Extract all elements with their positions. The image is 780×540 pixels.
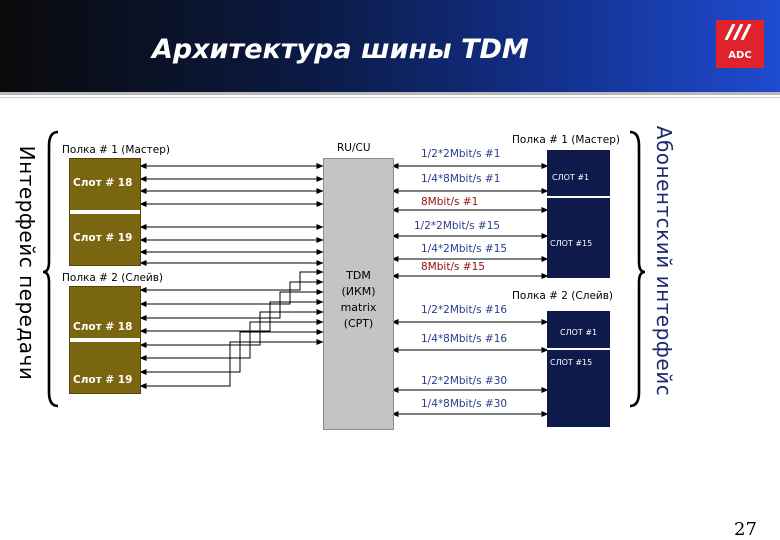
bus-label: 1/4*8Mbit/s #16: [421, 333, 508, 345]
right-shelf-2: [547, 311, 610, 427]
slot-divider: [547, 348, 610, 350]
left-shelf-2: [69, 286, 141, 394]
left-shelf-2-slot-18: Слот # 18: [73, 321, 133, 333]
left-shelf-1-slot-19: Слот # 19: [73, 232, 133, 244]
slot-divider: [70, 210, 140, 214]
bus-label: 8Mbit/s #1: [421, 196, 479, 208]
bus-label: 1/4*8Mbit/s #30: [421, 398, 508, 410]
transmission-interface-label: Интерфейс передачи: [15, 145, 39, 381]
tdm-matrix: [323, 158, 394, 430]
slot-divider: [70, 338, 140, 342]
matrix-line-4: (CPT): [343, 317, 374, 330]
slot-divider: [547, 196, 610, 198]
page-number: 27: [734, 519, 757, 540]
right-shelf-1-slot-1: СЛОТ #1: [552, 173, 590, 182]
right-shelf-1: [547, 150, 610, 278]
left-bracket: [42, 130, 59, 408]
matrix-top-label: RU/CU: [337, 142, 371, 154]
logo-stripes-icon: [724, 24, 752, 40]
left-shelf-1-slot-18: Слот # 18: [73, 177, 133, 189]
bus-label: 1/2*2Mbit/s #16: [421, 304, 508, 316]
bus-label: 1/2*2Mbit/s #1: [421, 148, 501, 160]
bus-label: 1/2*2Mbit/s #30: [421, 375, 508, 387]
right-shelf-2-slot-1: СЛОТ #1: [560, 328, 598, 337]
left-shelf-2-label: Полка # 2 (Слейв): [62, 272, 164, 284]
subscriber-interface-label: Абонентский интерфейс: [652, 125, 676, 397]
slide-title: Архитектура шины TDM: [152, 34, 529, 65]
right-shelf-2-label: Полка # 2 (Слейв): [512, 290, 614, 302]
left-shelf-1: [69, 158, 141, 266]
header-divider-thin: [0, 97, 780, 98]
right-shelf-1-slot-15: СЛОТ #15: [550, 239, 593, 248]
right-bracket: [629, 130, 646, 408]
left-shelf-2-slot-19: Слот # 19: [73, 374, 133, 386]
right-shelf-1-label: Полка # 1 (Мастер): [512, 134, 620, 146]
matrix-line-1: TDM: [346, 269, 371, 282]
logo-text: ADC: [728, 50, 752, 61]
bus-label: 1/2*2Mbit/s #15: [414, 220, 501, 232]
title-banner: Архитектура шины TDM ADC: [0, 0, 780, 92]
bus-label: 8Mbit/s #15: [421, 261, 485, 273]
matrix-line-2: (ИКМ): [341, 285, 376, 298]
adc-logo: ADC: [716, 20, 764, 68]
bus-label: 1/4*8Mbit/s #1: [421, 173, 501, 185]
right-shelf-2-slot-15: СЛОТ #15: [550, 358, 593, 367]
left-shelf-1-label: Полка # 1 (Мастер): [62, 144, 170, 156]
header-divider: [0, 92, 780, 95]
bus-label: 1/4*2Mbit/s #15: [421, 243, 508, 255]
matrix-line-3: matrix: [340, 301, 377, 314]
